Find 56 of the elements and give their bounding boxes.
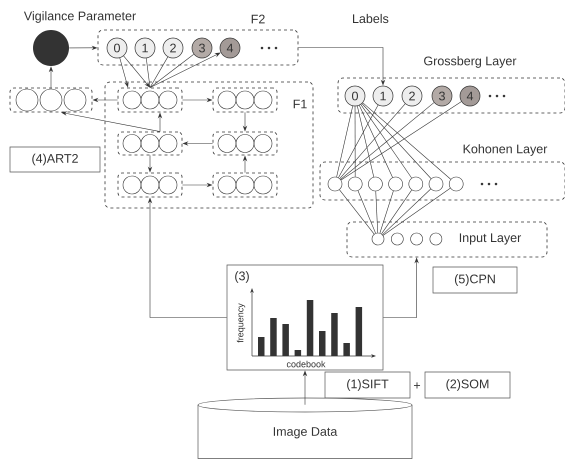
label-box: (4)ART2 (10, 146, 100, 172)
node-title: Vigilance Parameter (24, 11, 136, 23)
edge-label: Labels (350, 12, 390, 24)
label-box: (1)SIFT (324, 372, 410, 398)
connection-line (340, 102, 434, 180)
label-box: (5)CPN (432, 266, 518, 294)
layer-title: F2 (252, 14, 265, 24)
neuron-circle (408, 176, 424, 192)
connection-line (336, 106, 353, 178)
layer-title: F1 (294, 100, 307, 108)
neuron-group (212, 132, 278, 156)
neuron-group (118, 88, 182, 112)
connection-line (362, 102, 451, 180)
neuron-circle (448, 176, 464, 192)
neuron-circle (328, 176, 342, 192)
database-cylinder: Image Data (198, 398, 412, 459)
layer-title: Grossberg Layer (424, 56, 516, 68)
panel-number: (3) (235, 271, 249, 283)
connection-line (340, 104, 406, 179)
connection-line (381, 190, 412, 234)
connection-line (360, 104, 412, 178)
connection-line (354, 106, 356, 177)
neuron-group (118, 132, 182, 156)
node-label: Image Data (274, 427, 338, 438)
neuron-circle (368, 176, 383, 192)
neuron-group (118, 172, 182, 198)
label-box: (2)SOM (424, 372, 510, 398)
axis-label: frequency (236, 303, 246, 343)
connection-line (338, 104, 378, 178)
connection-line (382, 188, 451, 236)
neuron-circle (372, 232, 384, 246)
neuron-group (10, 88, 92, 112)
connection-line (357, 106, 374, 178)
neuron-circle (388, 176, 403, 192)
connection-line (375, 191, 378, 234)
layer-title: Input Layer (460, 233, 522, 245)
connection-line (150, 54, 194, 88)
connection-line (150, 56, 168, 88)
neuron-group (212, 88, 278, 112)
connection-line (380, 190, 394, 234)
neuron-circle (430, 232, 442, 246)
connection-line (382, 188, 431, 235)
connection-line (339, 189, 374, 234)
plus-sign: + (414, 382, 420, 389)
neuron-circle (391, 232, 404, 246)
connection-line (146, 58, 150, 88)
connection-line (340, 101, 462, 180)
layer-title: Kohonen Layer (464, 144, 548, 156)
connection-line (359, 105, 393, 178)
neuron-circle (428, 176, 444, 192)
connection-line (362, 103, 432, 179)
neuron-group (212, 172, 278, 198)
neuron-circle (348, 176, 362, 192)
neuron-circle (410, 232, 423, 246)
axis-label: codebook (286, 360, 326, 368)
connection-line (358, 190, 376, 234)
